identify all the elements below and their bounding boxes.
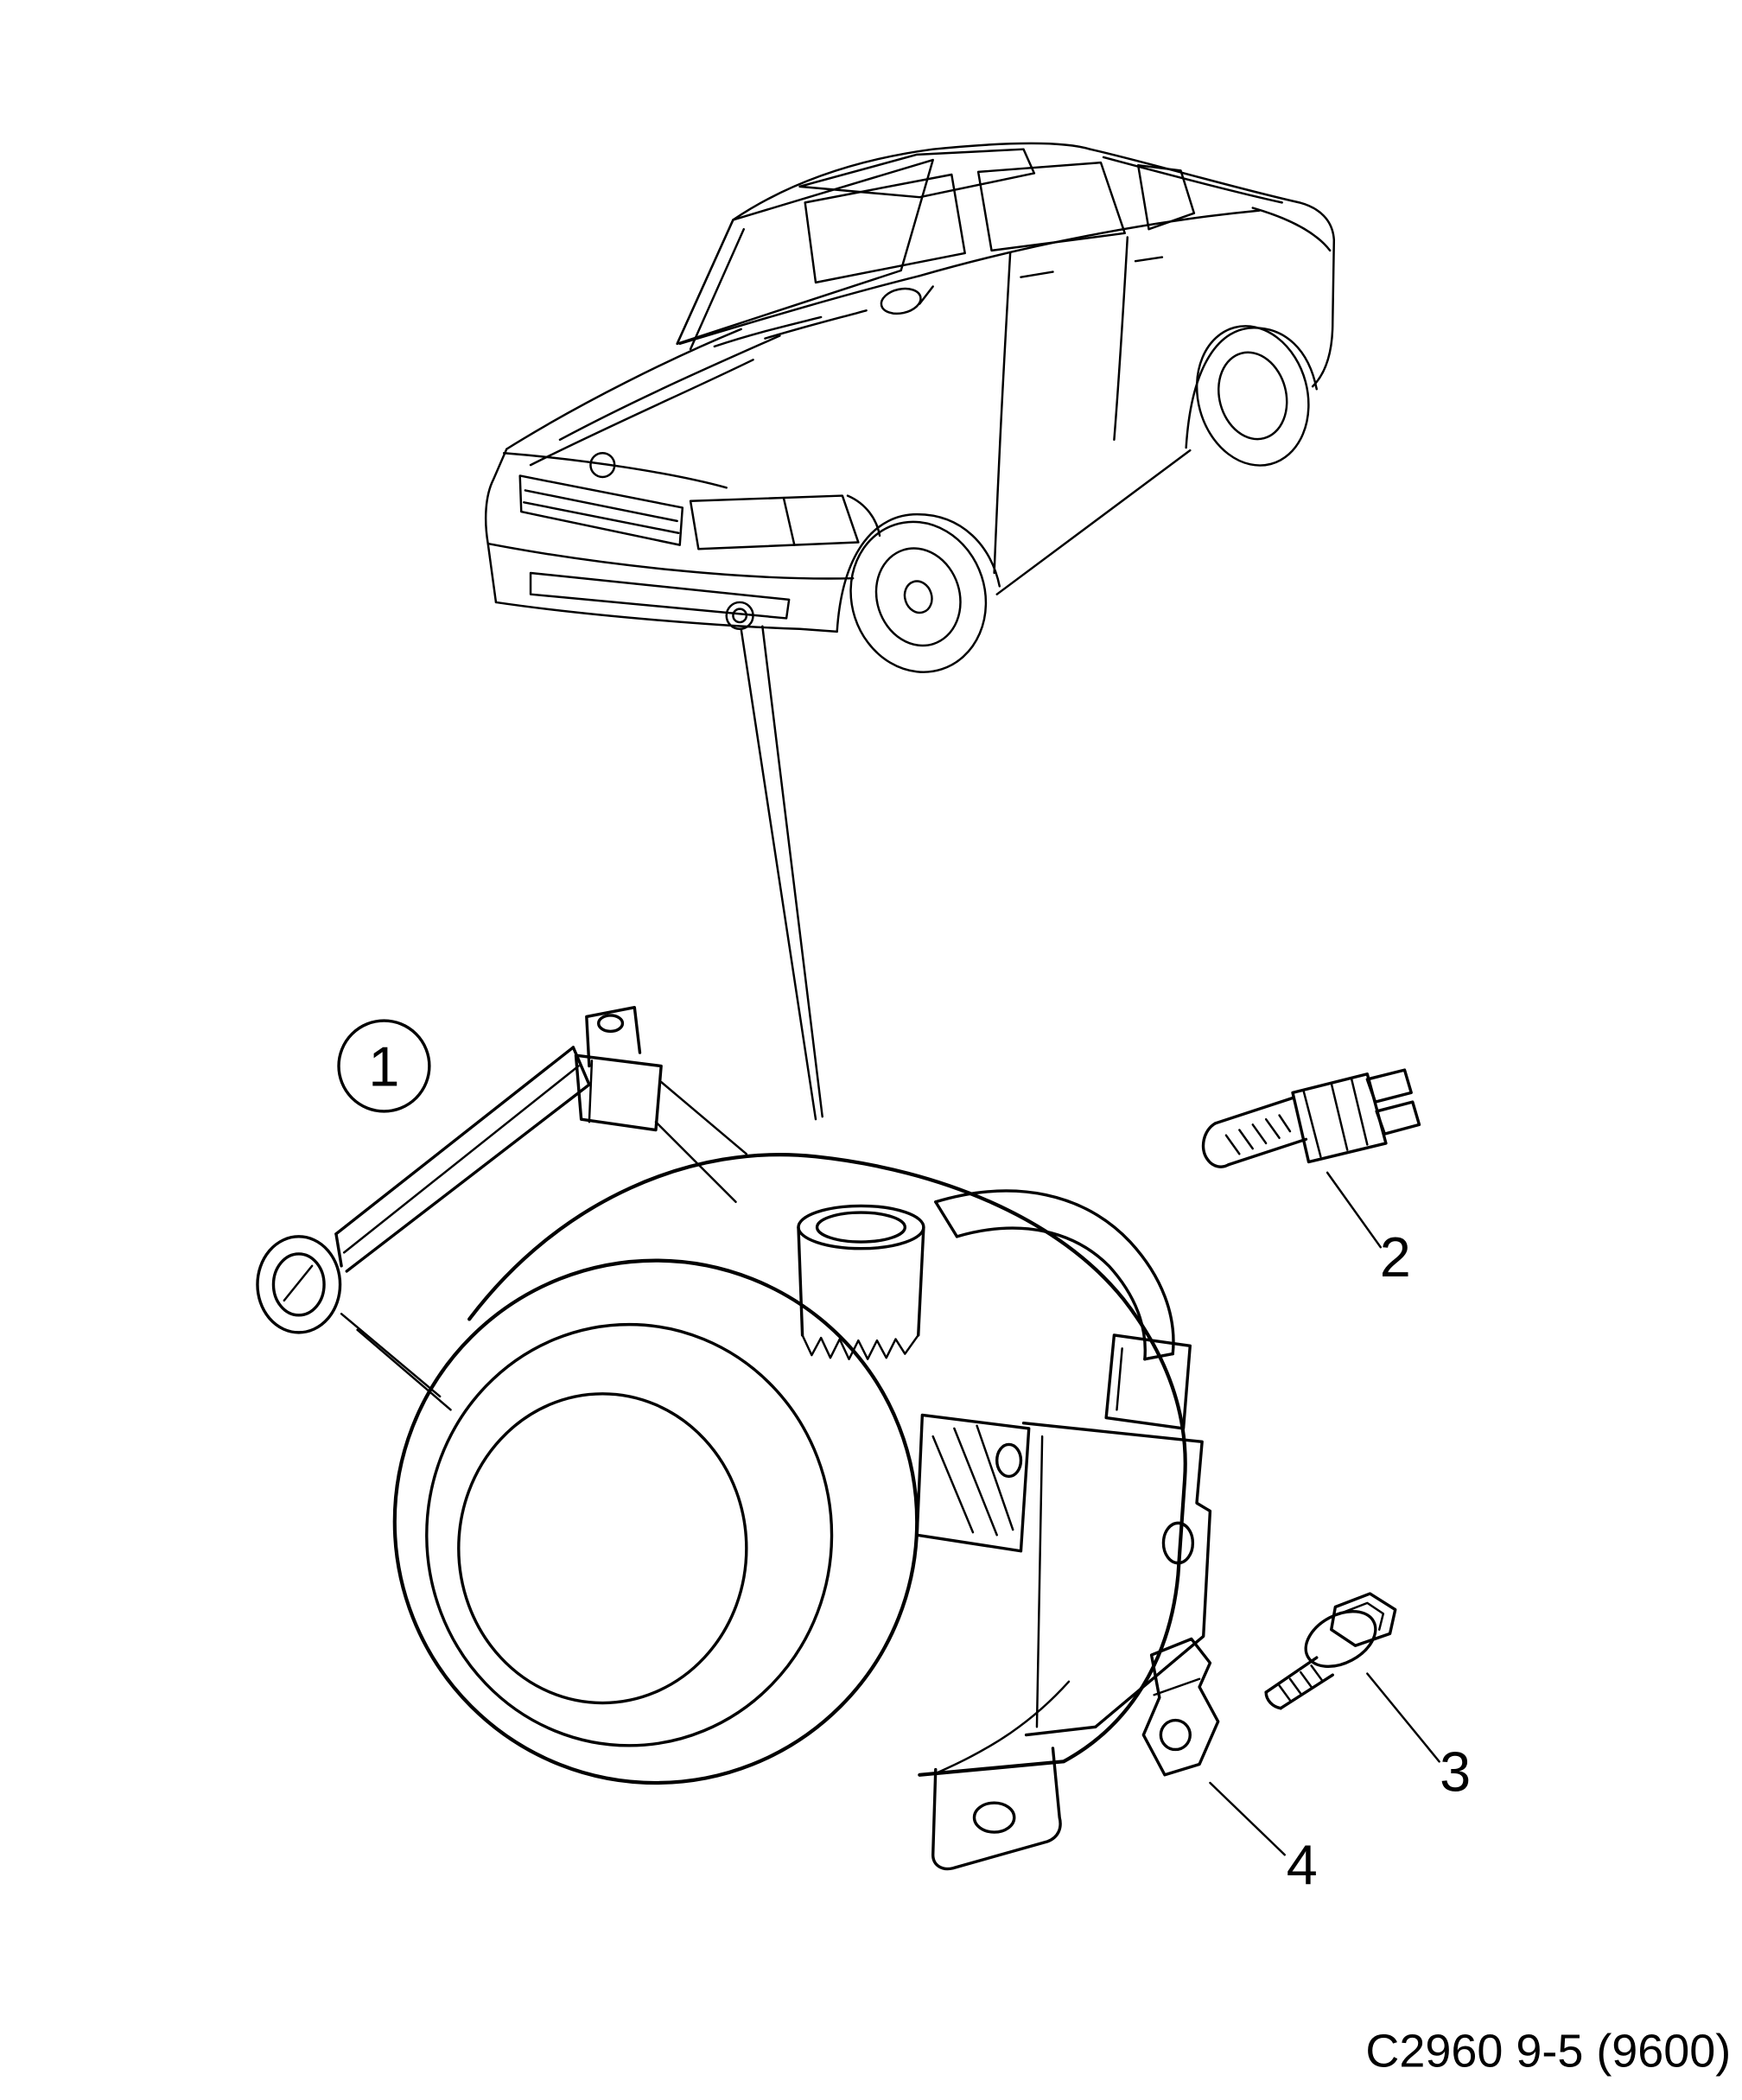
callout-4-label: 4 [1287,1833,1318,1896]
callout-3-label: 3 [1440,1740,1471,1803]
side-mirror-icon [880,287,922,315]
front-wheel-icon [849,520,988,673]
callout-1-circle [337,1019,431,1113]
callout-4-leader [1209,1781,1286,1856]
callout-2: 2 [1326,1171,1411,1289]
fog-lamp-location-icon [725,601,754,630]
clip-icon [1141,1637,1220,1777]
fog-lamp-assembly-icon [256,1005,1212,1871]
headlamp-icon [689,494,860,550]
bulb-icon [1201,1068,1421,1168]
badge-icon [589,452,616,479]
callout-1-label: 1 [368,1035,399,1098]
rear-wheel-icon [1195,325,1310,467]
figure-code: C2960 9-5 (9600) [1365,2025,1731,2077]
callout-4: 4 [1209,1781,1318,1896]
screw-icon [1264,1592,1397,1710]
callout-3: 3 [1366,1672,1471,1803]
callout-3-leader [1366,1672,1440,1763]
callout-1: 1 [337,1019,431,1113]
callout-2-leader [1326,1171,1383,1249]
car-outline-icon [484,142,1336,673]
leader-wedge [740,625,823,1121]
callout-2-label: 2 [1380,1225,1411,1289]
grille-icon [518,474,684,546]
